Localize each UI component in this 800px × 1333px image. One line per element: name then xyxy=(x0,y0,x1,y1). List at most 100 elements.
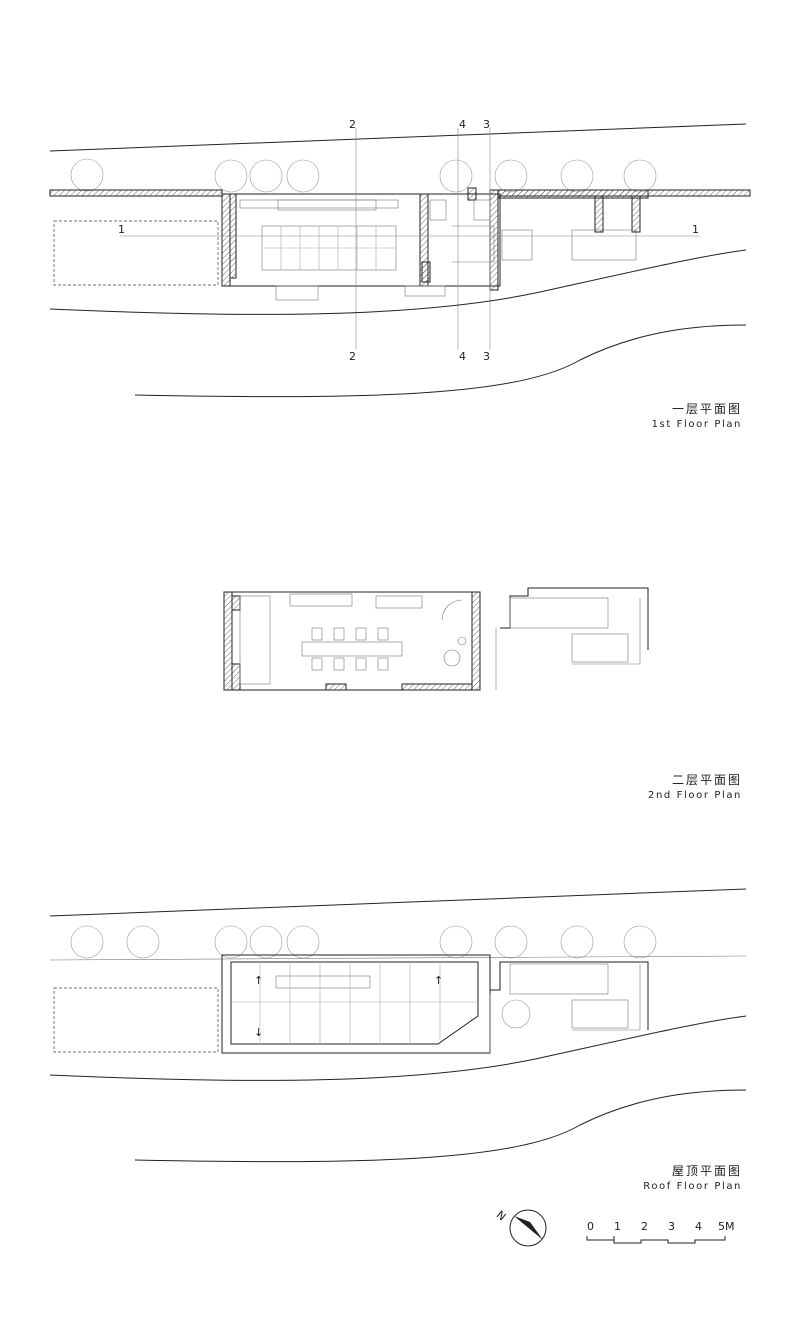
tree-icon xyxy=(501,999,531,1029)
tree-icon xyxy=(126,925,160,959)
scale-tick-label: 1 xyxy=(614,1220,621,1233)
building-outline xyxy=(223,591,481,691)
kitchen-counter xyxy=(239,595,271,685)
tree-icon xyxy=(623,925,657,959)
compass-icon xyxy=(509,1209,547,1247)
roof-seams xyxy=(231,962,478,1044)
tree-icon xyxy=(439,159,473,193)
chairs xyxy=(311,627,389,671)
tree-icon xyxy=(70,158,104,192)
door-swing xyxy=(441,599,463,621)
section-mark-3: 3 xyxy=(483,350,490,363)
wall-core xyxy=(467,187,477,201)
exterior-stair xyxy=(489,961,649,1053)
column xyxy=(421,261,431,283)
toilet-box xyxy=(571,229,637,261)
tree-row xyxy=(70,158,657,193)
dining-table xyxy=(301,641,403,657)
path-edge-curve xyxy=(49,1015,747,1081)
river-edge-curve xyxy=(134,324,747,398)
second-floor-plan xyxy=(223,587,649,691)
scale-bar: 0 1 2 3 4 5M xyxy=(586,1220,735,1244)
counter xyxy=(277,199,377,211)
scale-tick-label: 3 xyxy=(668,1220,675,1233)
plan-title-en: 1st Floor Plan xyxy=(651,419,742,430)
plan-caption-3: 屋顶平面图 Roof Floor Plan xyxy=(643,1162,742,1192)
north-arrow: N xyxy=(494,1208,547,1247)
exterior-stair xyxy=(495,587,649,690)
plan-caption-2: 二层平面图 2nd Floor Plan xyxy=(648,771,742,801)
bench xyxy=(375,595,423,609)
tree-row xyxy=(70,925,657,959)
parking-area xyxy=(53,987,219,1053)
bench xyxy=(239,199,399,209)
roof-slab xyxy=(230,961,479,1045)
tree-icon xyxy=(494,159,528,193)
fireplace xyxy=(443,649,461,667)
north-pointer-icon xyxy=(514,1216,543,1240)
tree-icon xyxy=(623,159,657,193)
display-grid xyxy=(261,225,397,271)
north-label: N xyxy=(494,1208,509,1223)
plan-title-zh: 一层平面图 xyxy=(671,402,742,416)
stair-box xyxy=(473,199,491,221)
road-edge-line xyxy=(49,888,747,917)
wall-west xyxy=(223,591,233,691)
bench-outdoor xyxy=(404,285,446,297)
tree-icon xyxy=(560,925,594,959)
skylight xyxy=(275,975,371,989)
scale-tick-label: 0 xyxy=(587,1220,594,1233)
stair-run xyxy=(452,225,495,263)
drain-arrow-icon: ↑ xyxy=(434,974,443,987)
tree-icon xyxy=(214,925,248,959)
path-edge-curve xyxy=(49,249,747,315)
plan-caption-1: 一层平面图 1st Floor Plan xyxy=(652,400,742,430)
scale-tick-label: 5M xyxy=(718,1220,735,1233)
tree-icon xyxy=(439,925,473,959)
tree-icon xyxy=(560,159,594,193)
tree-icon xyxy=(286,925,320,959)
wall-west xyxy=(221,193,231,287)
wall-annex xyxy=(497,189,649,199)
toilet-box xyxy=(501,229,533,261)
tree-icon xyxy=(214,159,248,193)
tree-icon xyxy=(70,925,104,959)
boundary-wall xyxy=(49,189,223,197)
roof-floor-plan: ↑ ↓ ↑ xyxy=(49,888,747,1163)
section-mark-1: 1 xyxy=(118,223,125,236)
stair-box xyxy=(429,199,447,221)
scale-bar-line xyxy=(586,1236,726,1244)
section-mark-2: 2 xyxy=(349,350,356,363)
scale-tick-label: 2 xyxy=(641,1220,648,1233)
boundary-line xyxy=(49,955,747,961)
plan-title-en: Roof Floor Plan xyxy=(643,1181,742,1192)
wall-west xyxy=(231,595,241,611)
tree-icon xyxy=(286,159,320,193)
plan-title-zh: 二层平面图 xyxy=(671,773,742,787)
wall-west xyxy=(231,663,241,691)
wall-south xyxy=(325,683,347,691)
flue xyxy=(457,636,467,646)
section-mark-4: 4 xyxy=(459,350,466,363)
wall-annex xyxy=(594,195,604,233)
first-floor-plan: 1 1 2 2 4 4 3 3 xyxy=(49,118,751,398)
river-edge-curve xyxy=(134,1089,747,1163)
section-mark-4: 4 xyxy=(459,118,466,131)
drain-arrow-icon: ↑ xyxy=(254,974,263,987)
wall-east xyxy=(471,591,481,691)
tree-icon xyxy=(494,925,528,959)
tree-icon xyxy=(249,925,283,959)
parking-area xyxy=(53,220,219,286)
bench-outdoor xyxy=(275,285,319,301)
scale-tick-label: 4 xyxy=(695,1220,702,1233)
plan-title-zh: 屋顶平面图 xyxy=(671,1164,742,1178)
section-mark-2: 2 xyxy=(349,118,356,131)
wall-annex xyxy=(631,195,641,233)
section-mark-1: 1 xyxy=(692,223,699,236)
bench xyxy=(289,593,353,607)
tree-icon xyxy=(249,159,283,193)
road-edge-line xyxy=(49,123,747,152)
section-mark-3: 3 xyxy=(483,118,490,131)
drain-arrow-icon: ↓ xyxy=(254,1026,263,1039)
